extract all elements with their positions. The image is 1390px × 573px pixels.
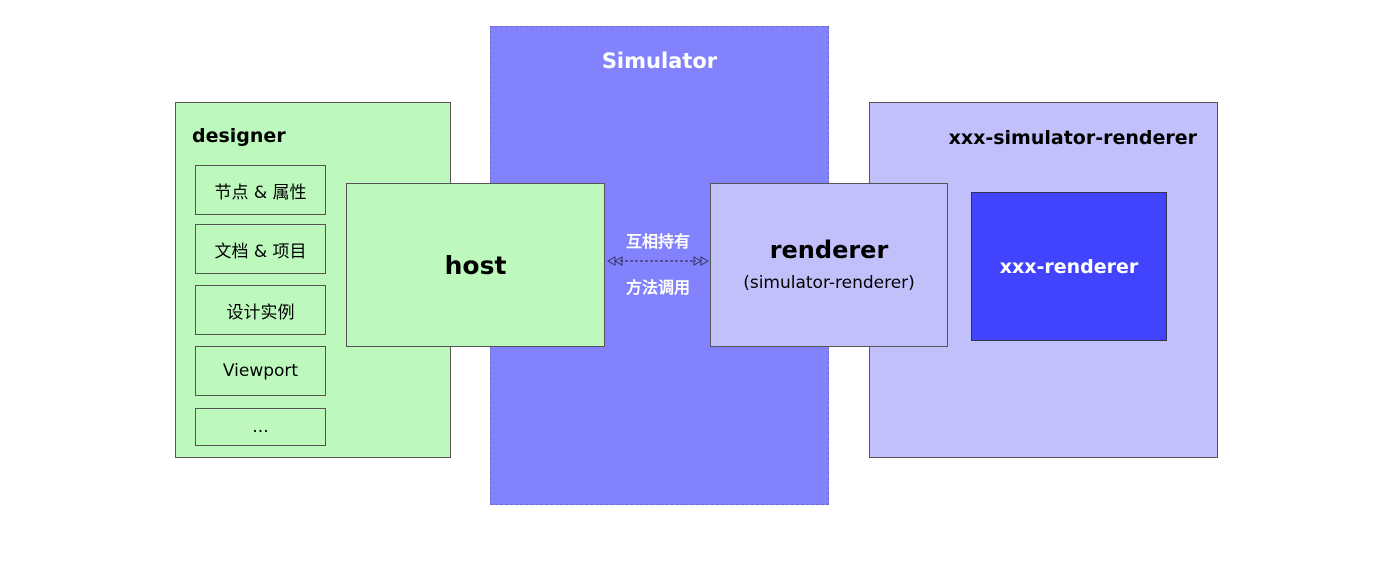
arrowhead-left-2-icon [613, 256, 623, 266]
designer-item-more: ... [195, 408, 326, 446]
designer-title: designer [192, 125, 286, 147]
renderer-box: renderer (simulator-renderer) [710, 183, 948, 347]
renderer-title: renderer [769, 236, 889, 264]
connector-bottom-label: 方法调用 [625, 278, 690, 297]
designer-item-nodes-props: 节点 & 属性 [195, 165, 326, 215]
simulator-title: Simulator [601, 49, 718, 73]
designer-item-docs-project: 文档 & 项目 [195, 224, 326, 274]
arrowhead-right-2-icon [693, 256, 703, 266]
arrowhead-right-icon [700, 256, 710, 266]
connector-top-label: 互相持有 [625, 232, 690, 251]
xxx-renderer-box: xxx-renderer [971, 192, 1167, 341]
renderer-subtitle: (simulator-renderer) [743, 273, 915, 293]
host-box: host [346, 183, 605, 347]
bidirectional-arrow [606, 256, 710, 266]
designer-item-design-instance: 设计实例 [195, 285, 326, 335]
designer-item-viewport: Viewport [195, 346, 326, 396]
xxx-simulator-renderer-title: xxx-simulator-renderer [948, 127, 1197, 149]
arrowhead-left-icon [606, 256, 616, 266]
